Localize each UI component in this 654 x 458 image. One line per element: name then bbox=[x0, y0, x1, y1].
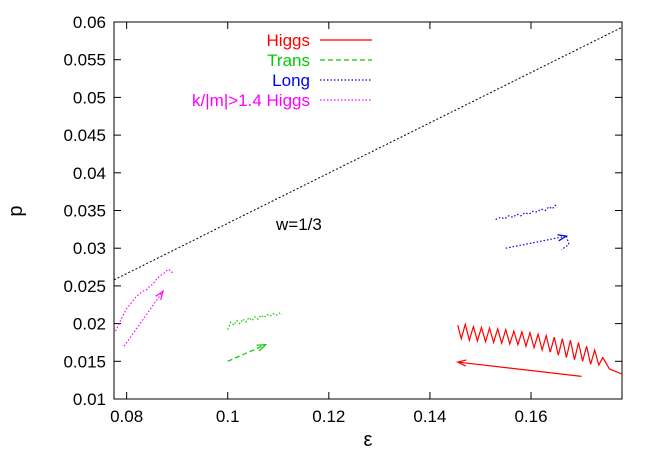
y-tick-label: 0.02 bbox=[73, 315, 106, 334]
annotation-w: w=1/3 bbox=[275, 215, 322, 234]
series-arrow-2 bbox=[505, 235, 567, 249]
series-arrow-0 bbox=[457, 361, 582, 377]
series-line-3 bbox=[114, 268, 174, 332]
legend-label-1: Trans bbox=[267, 51, 310, 70]
series-line-4 bbox=[114, 26, 622, 281]
arrow-head-2 bbox=[557, 234, 569, 242]
series-arrow-3 bbox=[123, 290, 164, 347]
arrow-head-0 bbox=[455, 359, 467, 367]
x-tick-label: 0.16 bbox=[514, 407, 547, 426]
x-tick-label: 0.08 bbox=[110, 407, 143, 426]
series-line-1 bbox=[227, 312, 283, 330]
y-tick-label: 0.025 bbox=[63, 277, 106, 296]
x-tick-label: 0.12 bbox=[312, 407, 345, 426]
y-tick-label: 0.04 bbox=[73, 164, 106, 183]
series-arrow-1 bbox=[227, 344, 266, 362]
y-tick-label: 0.01 bbox=[73, 390, 106, 409]
plot-area bbox=[114, 26, 622, 377]
legend-label-2: Long bbox=[272, 71, 310, 90]
arrow-head-1 bbox=[256, 344, 268, 352]
series-line-0 bbox=[457, 322, 622, 375]
arrow-head-3 bbox=[155, 289, 165, 301]
y-axis-label: p bbox=[5, 205, 27, 216]
series-line-2 bbox=[495, 204, 558, 221]
y-tick-label: 0.015 bbox=[63, 352, 106, 371]
x-tick-label: 0.1 bbox=[216, 407, 240, 426]
x-axis-label: ε bbox=[364, 429, 373, 451]
axis-ticks: 0.01 0.015 0.02 0.025 0.03 0.035 0.04 0.045 0.05… bbox=[63, 13, 622, 426]
series-return-2 bbox=[561, 235, 570, 251]
y-tick-label: 0.03 bbox=[73, 239, 106, 258]
y-tick-label: 0.035 bbox=[63, 202, 106, 221]
legend-label-3: k/|m|>1.4 Higgs bbox=[192, 91, 310, 110]
legend-label-0: Higgs bbox=[267, 31, 310, 50]
x-tick-label: 0.14 bbox=[413, 407, 446, 426]
y-tick-label: 0.045 bbox=[63, 126, 106, 145]
y-tick-label: 0.06 bbox=[73, 13, 106, 32]
series-layer bbox=[114, 26, 622, 377]
y-tick-label: 0.05 bbox=[73, 88, 106, 107]
y-tick-label: 0.055 bbox=[63, 51, 106, 70]
